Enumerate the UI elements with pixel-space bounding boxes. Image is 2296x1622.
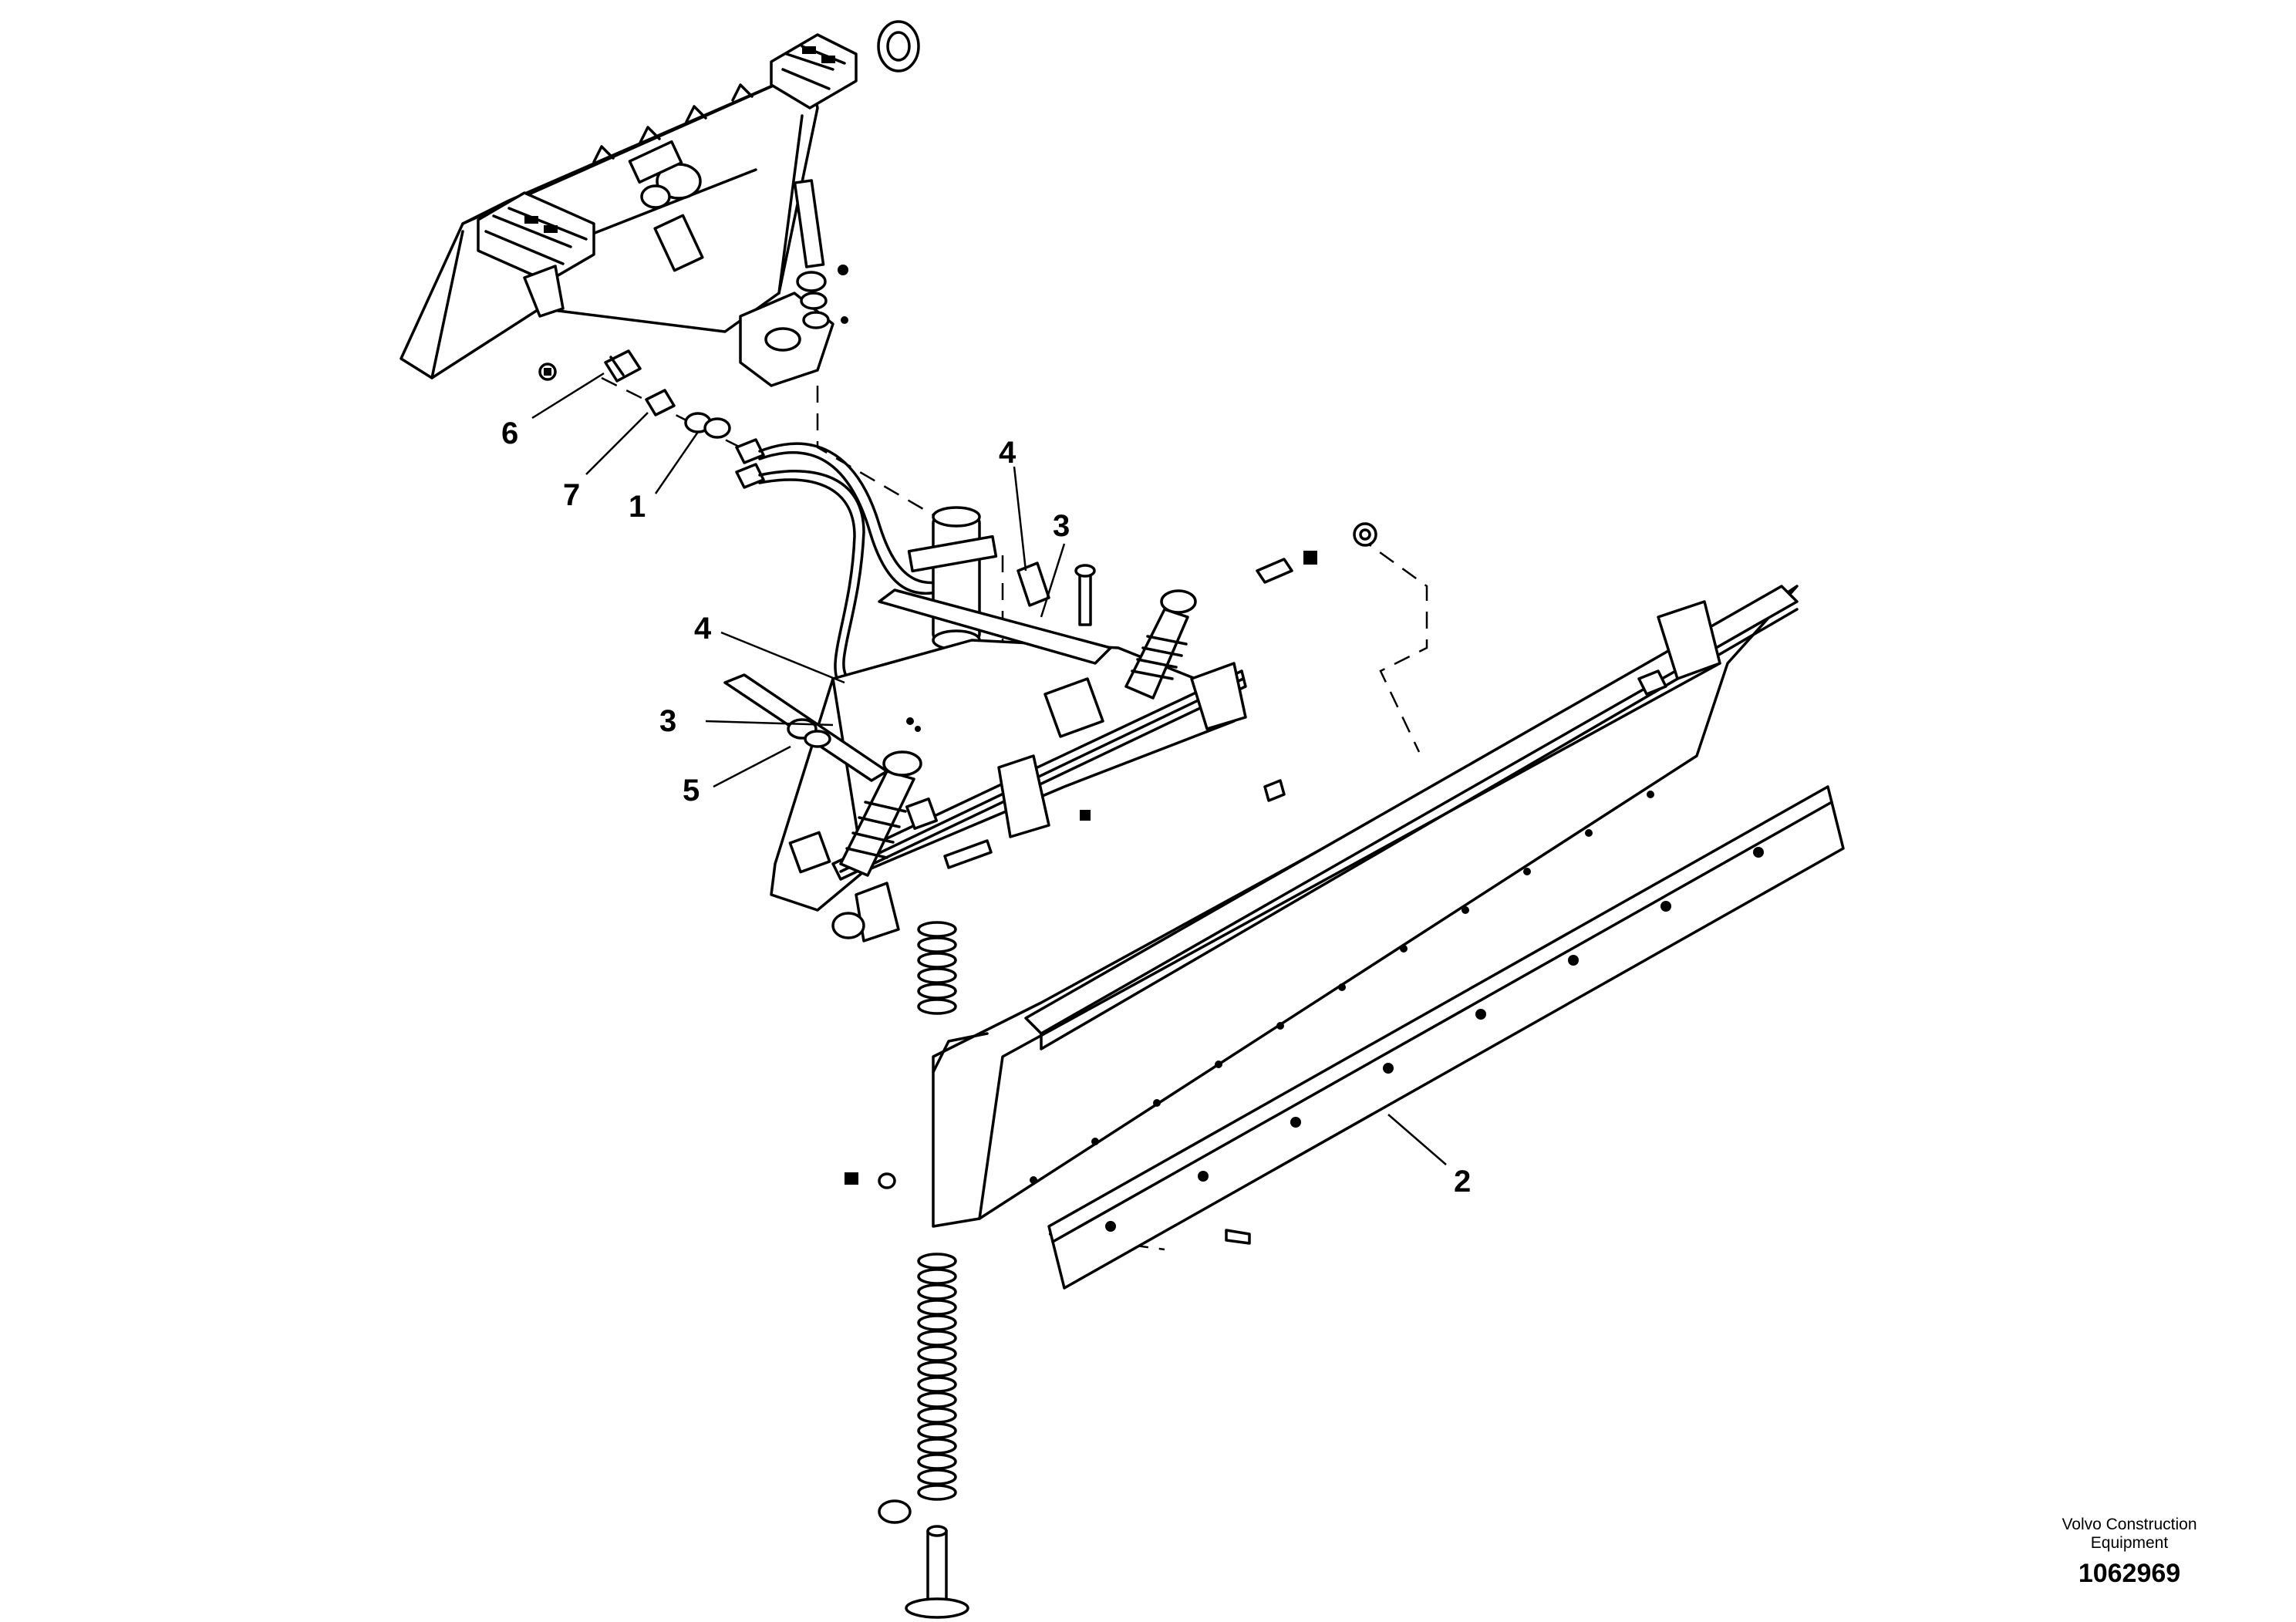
- callout-labels: 6 7 1 4 3 4 3 5 2: [501, 416, 1471, 1199]
- callout-5: 5: [683, 774, 700, 808]
- fitting-6: [604, 349, 642, 383]
- callout-6: 6: [501, 416, 518, 450]
- mounting-frame: [400, 20, 920, 387]
- callout-1: 1: [629, 490, 646, 524]
- shock-absorber-right: [1124, 589, 1197, 700]
- skid-shoe: [878, 1499, 969, 1619]
- seal-ring: [877, 20, 920, 73]
- company-name: Volvo Construction Equipment: [2062, 1516, 2197, 1552]
- fitting-7: [645, 389, 676, 416]
- dozer-blade: [932, 585, 1799, 1228]
- callout-7: 7: [563, 478, 580, 512]
- callout-3-upper: 3: [1053, 509, 1070, 543]
- step-pad-upper: [770, 33, 858, 110]
- callout-4-lower: 4: [694, 612, 712, 646]
- blade-bolt-holes: [1030, 791, 1654, 1184]
- shock-absorber-left: [839, 750, 922, 877]
- pin-assembly-right: [1256, 522, 1377, 584]
- callout-3-lower: 3: [659, 704, 676, 738]
- callout-2: 2: [1454, 1165, 1471, 1199]
- cutting-edge: [1047, 785, 1845, 1290]
- fitting-1: [684, 412, 765, 489]
- drawing-number: 1062969: [2078, 1559, 2181, 1588]
- washer-stack-lower: [917, 1253, 957, 1501]
- pivot-pin: [793, 179, 848, 329]
- drawing-id-block: Volvo Construction Equipment 1062969: [2029, 1516, 2230, 1589]
- callout-4-upper: 4: [999, 436, 1017, 470]
- washer-stack-upper: [917, 921, 957, 1015]
- step-pad-lower: [477, 191, 595, 283]
- push-frame: [723, 564, 1286, 943]
- hydraulic-hoses: [758, 442, 973, 688]
